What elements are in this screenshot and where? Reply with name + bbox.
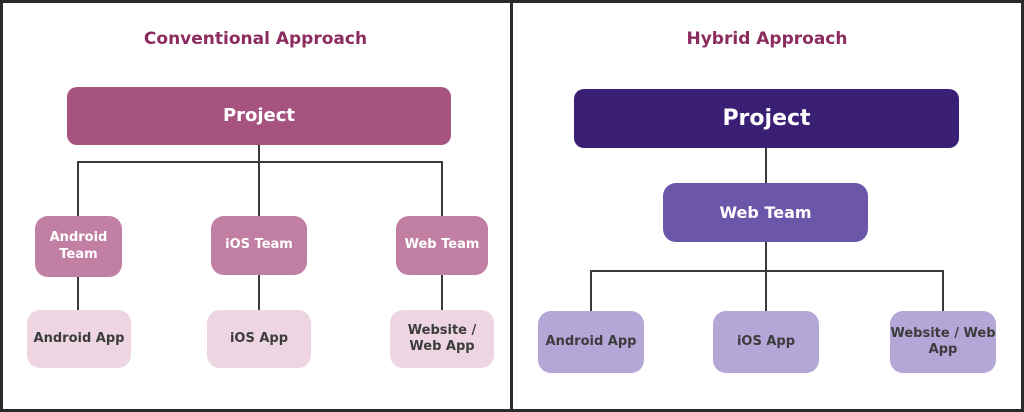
connector-line bbox=[77, 161, 79, 216]
hybrid-app-node-android-app: Android App bbox=[538, 311, 644, 373]
connector-line bbox=[590, 270, 592, 311]
conventional-project-node: Project bbox=[67, 87, 451, 145]
connector-line bbox=[765, 270, 767, 311]
team-node-ios: iOS Team bbox=[211, 216, 307, 275]
connector-line bbox=[441, 161, 443, 216]
connector-line bbox=[258, 275, 260, 310]
connector-line bbox=[942, 270, 944, 311]
hybrid-team-node-web: Web Team bbox=[663, 183, 868, 242]
connector-line bbox=[765, 242, 767, 272]
panel-divider bbox=[510, 3, 513, 409]
connector-line bbox=[77, 161, 443, 163]
hybrid-app-node-ios-app: iOS App bbox=[713, 311, 819, 373]
hybrid-title: Hybrid Approach bbox=[686, 29, 848, 49]
team-node-web: Web Team bbox=[396, 216, 488, 275]
connector-line bbox=[77, 277, 79, 310]
connector-line bbox=[590, 270, 944, 272]
app-node-website-web-app: Website / Web App bbox=[390, 310, 494, 368]
conventional-title: Conventional Approach bbox=[143, 29, 368, 49]
connector-line bbox=[441, 275, 443, 310]
app-node-android-app: Android App bbox=[27, 310, 131, 368]
hybrid-project-node: Project bbox=[574, 89, 959, 148]
hybrid-app-node-website-web-app: Website / Web App bbox=[890, 311, 996, 373]
connector-line bbox=[258, 161, 260, 216]
connector-line bbox=[258, 145, 260, 163]
connector-line bbox=[765, 148, 767, 183]
app-node-ios-app: iOS App bbox=[207, 310, 311, 368]
team-node-android: Android Team bbox=[35, 216, 122, 277]
